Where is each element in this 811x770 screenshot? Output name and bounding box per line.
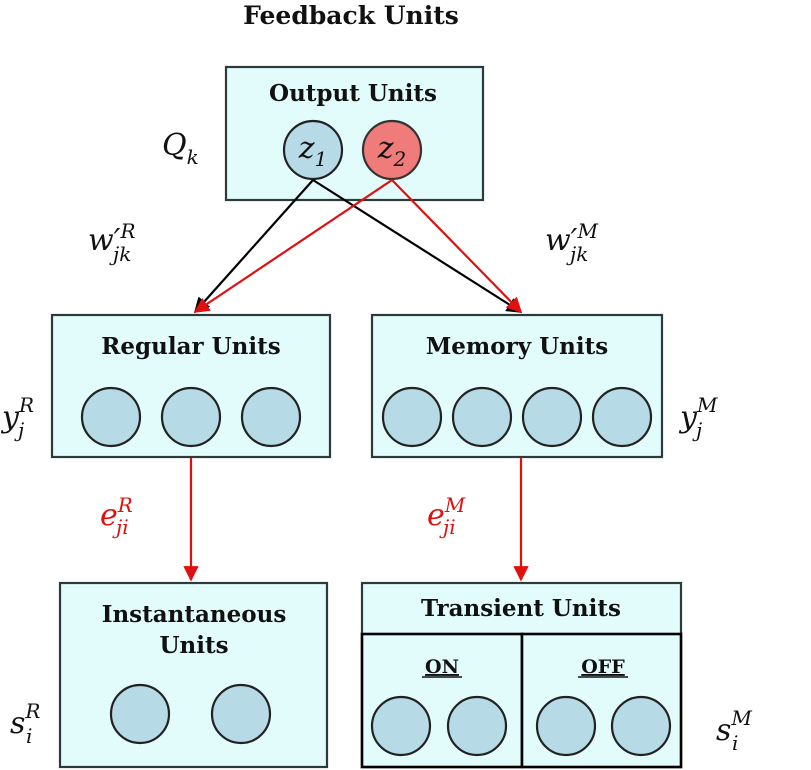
regular-layer-symbol: yR [0, 393, 34, 435]
off-label: OFF [581, 656, 625, 678]
on-label: ON [425, 656, 459, 678]
weight-regular-sub: jk [109, 242, 131, 266]
connection-z2-regular [193, 179, 393, 313]
transient-off-neuron [610, 695, 672, 757]
memory-layer-symbol: yM [678, 393, 718, 435]
output-units-box [224, 65, 485, 202]
transient-on-neuron [446, 695, 508, 757]
connection-z1-memory [312, 179, 523, 313]
e-memory-label: eM [427, 493, 466, 533]
weight-regular-label: w′R [88, 219, 136, 258]
instantaneous-neuron [210, 683, 272, 745]
memory-neuron [451, 386, 513, 448]
output-neuron-z1-label: z1 [298, 131, 328, 171]
regular-neuron [80, 386, 142, 448]
instantaneous-units-label-line2: Units [159, 632, 228, 659]
instantaneous-units-label-line1: Instantaneous [102, 601, 287, 628]
transient-layer-sub: i [732, 731, 738, 755]
transient-layer-symbol: sM [716, 706, 752, 748]
memory-neuron [521, 386, 583, 448]
e-memory-sub: ji [439, 515, 456, 539]
e-regular-label: eR [100, 493, 133, 533]
memory-units-label: Memory Units [426, 333, 608, 360]
weight-memory-sub: jk [566, 242, 588, 266]
e-regular-sub: ji [112, 515, 129, 539]
output-layer-symbol: Qk [162, 128, 199, 169]
memory-neuron [591, 386, 653, 448]
regular-neuron [240, 386, 302, 448]
regular-layer-sub: j [14, 418, 24, 442]
connection-z1-regular [193, 179, 314, 314]
transient-units-label: Transient Units [421, 595, 621, 622]
instantaneous-layer-symbol: sR [10, 699, 40, 741]
diagram-title: Feedback Units [243, 1, 459, 30]
instantaneous-neuron [109, 683, 171, 745]
connection-z2-memory [391, 179, 523, 314]
instantaneous-units-box [58, 581, 329, 769]
weight-memory-label: w′M [545, 219, 599, 258]
transient-off-neuron [535, 695, 597, 757]
output-neuron-z2-label: z2 [377, 131, 407, 171]
regular-neuron [160, 386, 222, 448]
output-units-label: Output Units [269, 80, 437, 107]
transient-on-neuron [370, 695, 432, 757]
output-neuron-z1 [282, 119, 344, 181]
regular-units-label: Regular Units [101, 333, 280, 360]
memory-neuron [381, 386, 443, 448]
output-neuron-z2 [361, 119, 423, 181]
memory-layer-sub: j [692, 418, 702, 442]
instantaneous-layer-sub: i [26, 724, 32, 748]
